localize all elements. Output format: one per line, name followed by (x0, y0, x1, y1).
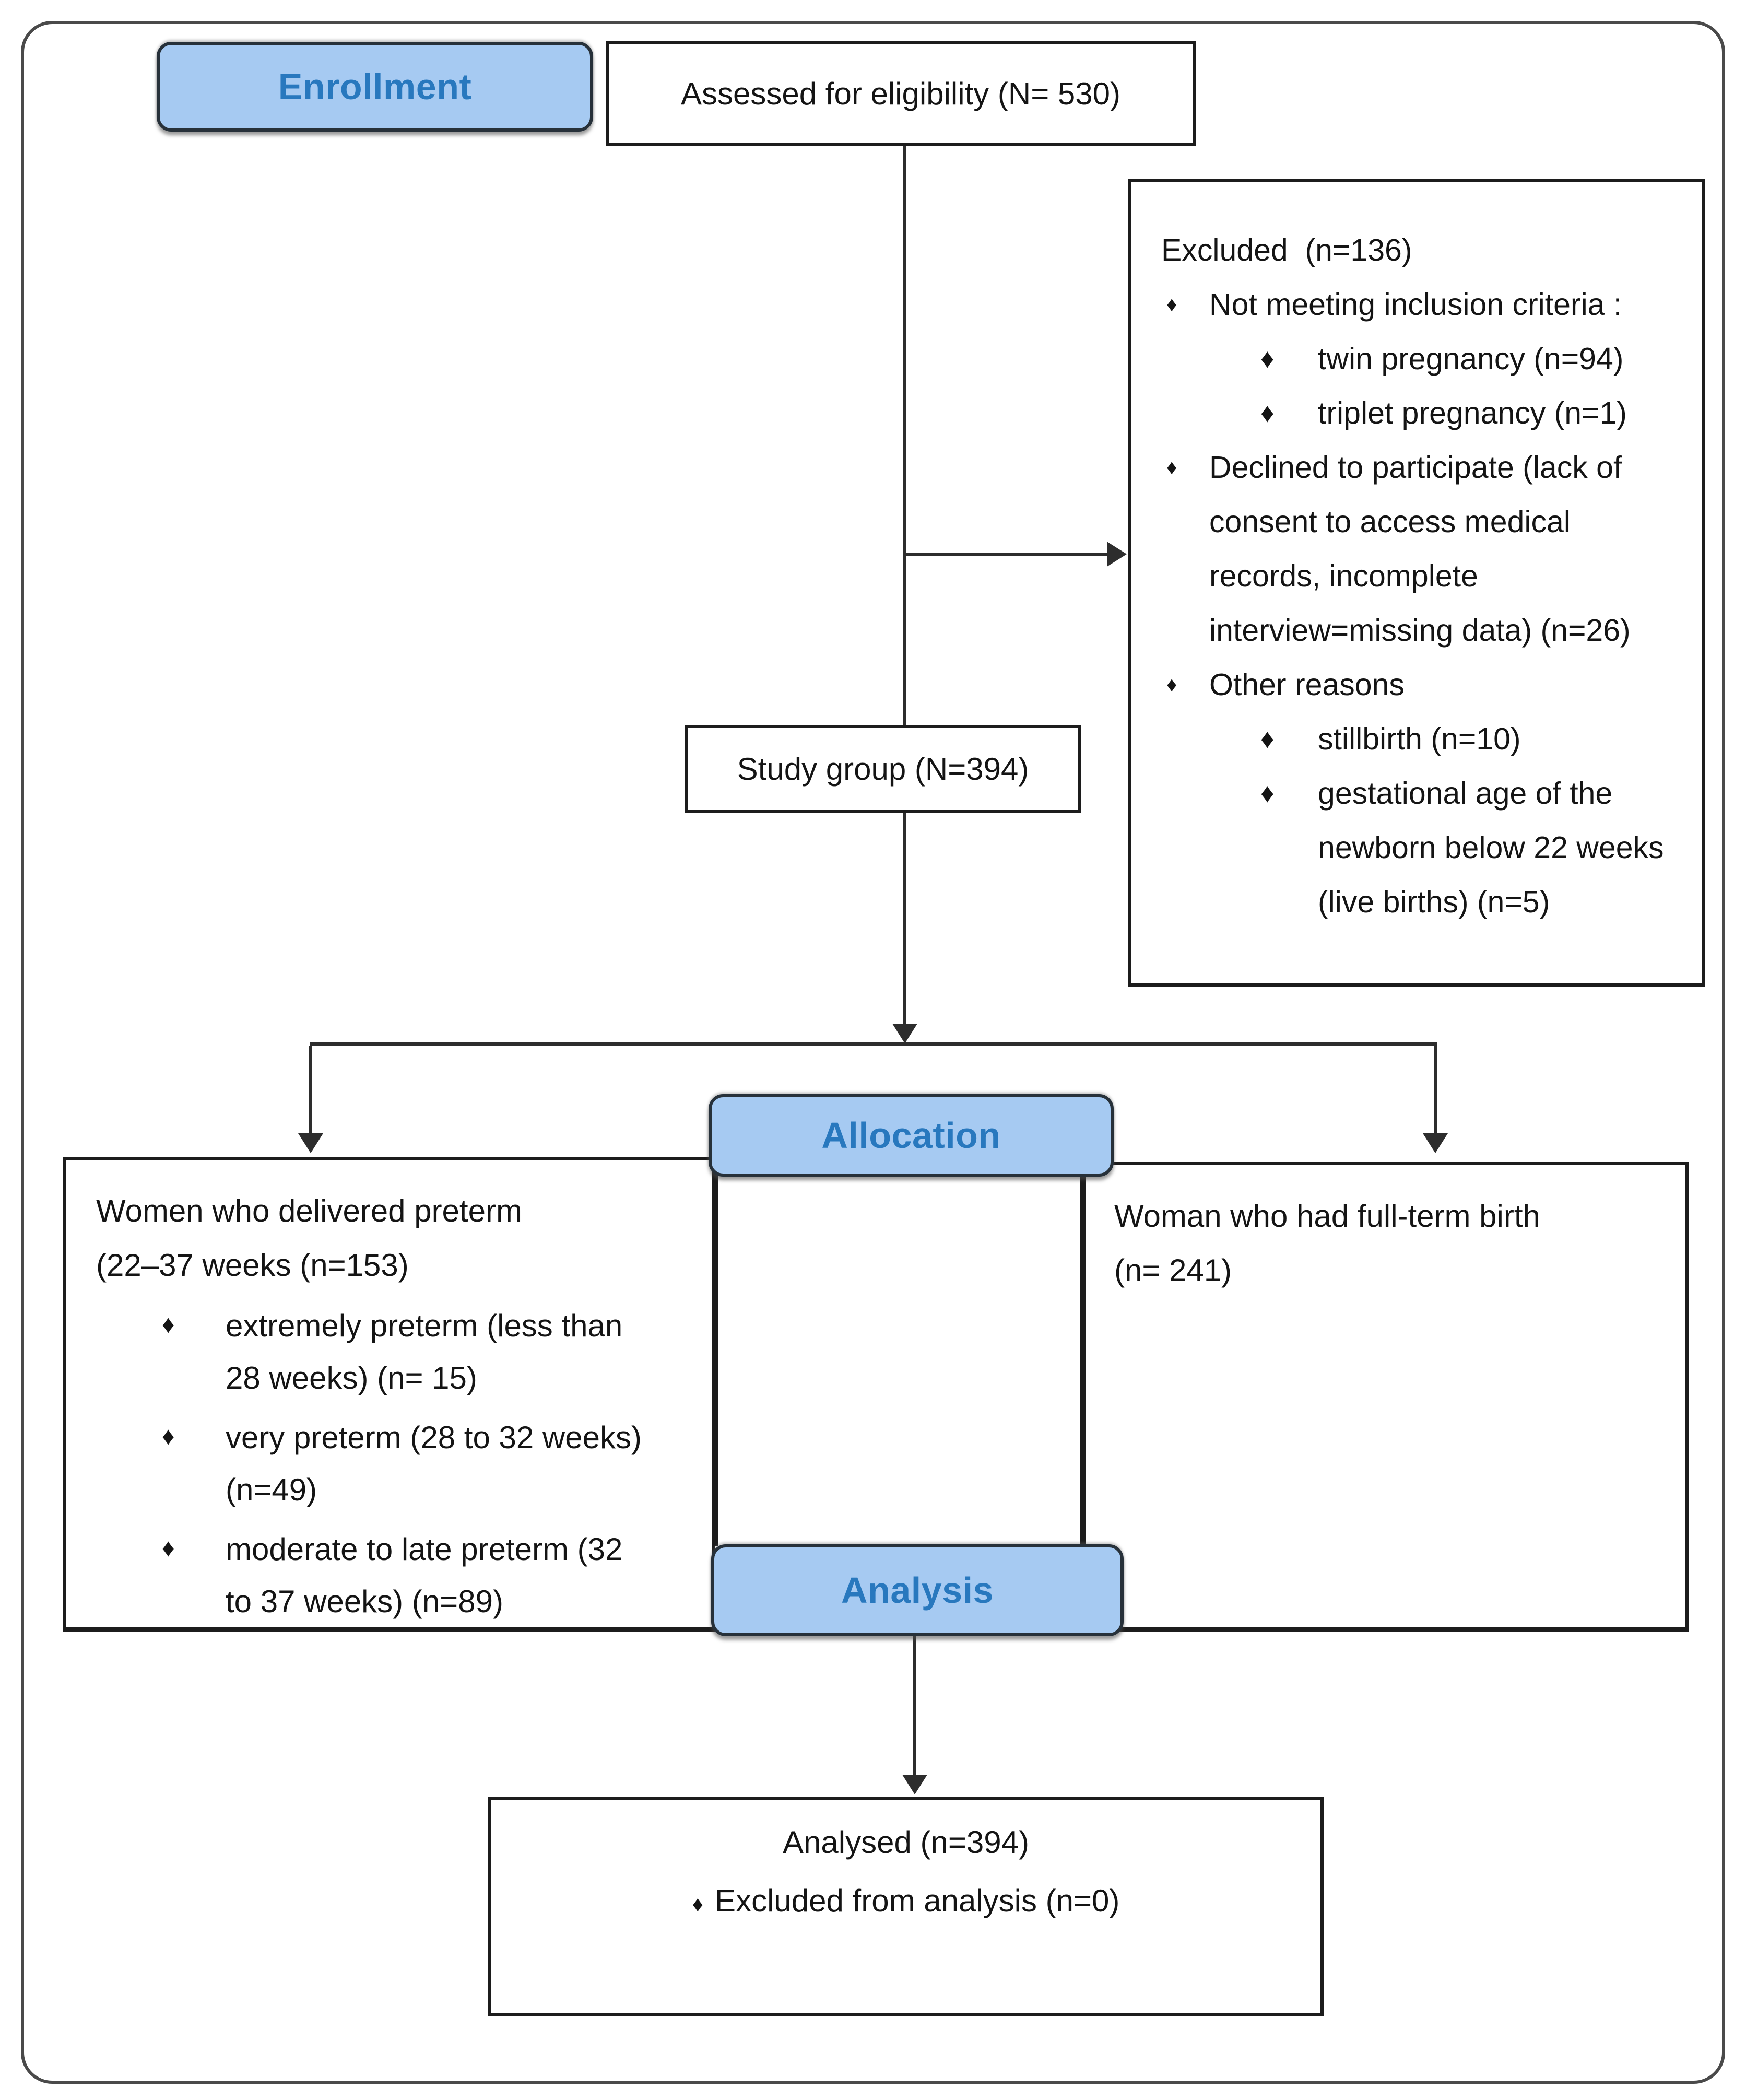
excluded-subitem-text: twin pregnancy (n=94) (1318, 342, 1624, 376)
preterm-item: ♦ moderate to late preterm (32 to 37 wee… (96, 1523, 648, 1627)
fullterm-line2: (n= 241) (1114, 1253, 1232, 1288)
analysis-stage-label: Analysis (841, 1570, 994, 1611)
branch-line (310, 1042, 1437, 1046)
diamond-bullet-icon: ♦ (1260, 344, 1275, 374)
connector-branch-to-fullterm (1434, 1046, 1437, 1134)
enrollment-stage-box: Enrollment (157, 42, 593, 132)
analysed-item-text: Excluded from analysis (n=0) (715, 1883, 1120, 1918)
fullterm-line1: Woman who had full-term birth (1114, 1199, 1540, 1234)
excluded-subitem: ♦ stillbirth (n=10) (1161, 712, 1683, 766)
excluded-item: ♦ Declined to participate (lack of conse… (1161, 440, 1682, 658)
excluded-item: ♦ Not meeting inclusion criteria : (1161, 277, 1682, 332)
diamond-bullet-icon: ♦ (1260, 724, 1275, 754)
allocation-stage-label: Allocation (821, 1115, 1001, 1156)
diamond-bullet-icon: ♦ (162, 1311, 175, 1339)
arrowhead-into-analysed (902, 1775, 927, 1794)
excluded-subitem: ♦ triplet pregnancy (n=1) (1161, 386, 1683, 440)
preterm-item-text: moderate to late preterm (32 to 37 weeks… (226, 1532, 623, 1619)
analysed-box: Analysed (n=394) ♦ Excluded from analysi… (488, 1797, 1324, 2016)
diamond-bullet-icon: ♦ (1166, 456, 1177, 479)
excluded-subitem-text: triplet pregnancy (n=1) (1318, 396, 1627, 430)
figure-border (21, 21, 1725, 2084)
excluded-subitem: ♦ twin pregnancy (n=94) (1161, 332, 1683, 386)
excluded-item-text: Not meeting inclusion criteria : (1209, 287, 1622, 322)
arrowhead-into-fullterm (1423, 1133, 1448, 1153)
excluded-title: Excluded (n=136) (1161, 233, 1412, 267)
excluded-item-text: Declined to participate (lack of consent… (1209, 450, 1631, 648)
diamond-bullet-icon: ♦ (692, 1892, 704, 1916)
study-group-box: Study group (N=394) (685, 725, 1081, 813)
enrollment-stage-label: Enrollment (278, 66, 472, 107)
diamond-bullet-icon: ♦ (1260, 778, 1275, 808)
excluded-item: ♦ Other reasons (1161, 658, 1682, 712)
assessed-eligibility-text: Assessed for eligibility (N= 530) (680, 76, 1121, 111)
connector-analysis-to-analysed (913, 1636, 916, 1776)
connector-study-to-branch (903, 813, 906, 1026)
excluded-box: Excluded (n=136) ♦ Not meeting inclusion… (1128, 179, 1705, 987)
diamond-bullet-icon: ♦ (1260, 398, 1275, 428)
excluded-item-text: Other reasons (1209, 667, 1405, 702)
assessed-eligibility-box: Assessed for eligibility (N= 530) (606, 41, 1196, 146)
arrowhead-into-preterm (298, 1133, 323, 1153)
excluded-subitem-text: gestational age of the newborn below 22 … (1318, 776, 1664, 919)
arrowhead-onto-branch (892, 1024, 917, 1043)
preterm-item-text: very preterm (28 to 32 weeks) (n=49) (226, 1420, 642, 1507)
diamond-bullet-icon: ♦ (1166, 673, 1177, 696)
connector-branch-to-preterm (309, 1046, 312, 1134)
preterm-item: ♦ extremely preterm (less than 28 weeks)… (96, 1300, 648, 1404)
preterm-line2: (22–37 weeks (n=153) (96, 1248, 409, 1283)
study-group-text: Study group (N=394) (737, 751, 1029, 787)
center-column (715, 1174, 1083, 1546)
analysis-stage-box: Analysis (711, 1544, 1124, 1636)
fullterm-group-box: Woman who had full-term birth (n= 241) (1083, 1162, 1689, 1632)
preterm-item: ♦ very preterm (28 to 32 weeks) (n=49) (96, 1412, 648, 1516)
arrowhead-into-excluded (1107, 542, 1127, 567)
analysed-item: ♦ Excluded from analysis (n=0) (491, 1872, 1320, 1933)
preterm-items: ♦ extremely preterm (less than 28 weeks)… (96, 1300, 694, 1627)
diamond-bullet-icon: ♦ (1166, 293, 1177, 316)
diamond-bullet-icon: ♦ (162, 1534, 175, 1562)
connector-assessed-to-study (903, 146, 906, 727)
excluded-subitem-text: stillbirth (n=10) (1318, 722, 1521, 756)
preterm-group-box: Women who delivered preterm (22–37 weeks… (63, 1157, 715, 1632)
allocation-stage-box: Allocation (709, 1094, 1114, 1177)
diamond-bullet-icon: ♦ (162, 1423, 175, 1450)
preterm-item-text: extremely preterm (less than 28 weeks) (… (226, 1308, 623, 1395)
preterm-line1: Women who delivered preterm (96, 1193, 522, 1228)
analysed-title: Analysed (n=394) (783, 1825, 1029, 1860)
connector-to-excluded (903, 553, 1110, 556)
excluded-subitem: ♦ gestational age of the newborn below 2… (1161, 766, 1683, 929)
